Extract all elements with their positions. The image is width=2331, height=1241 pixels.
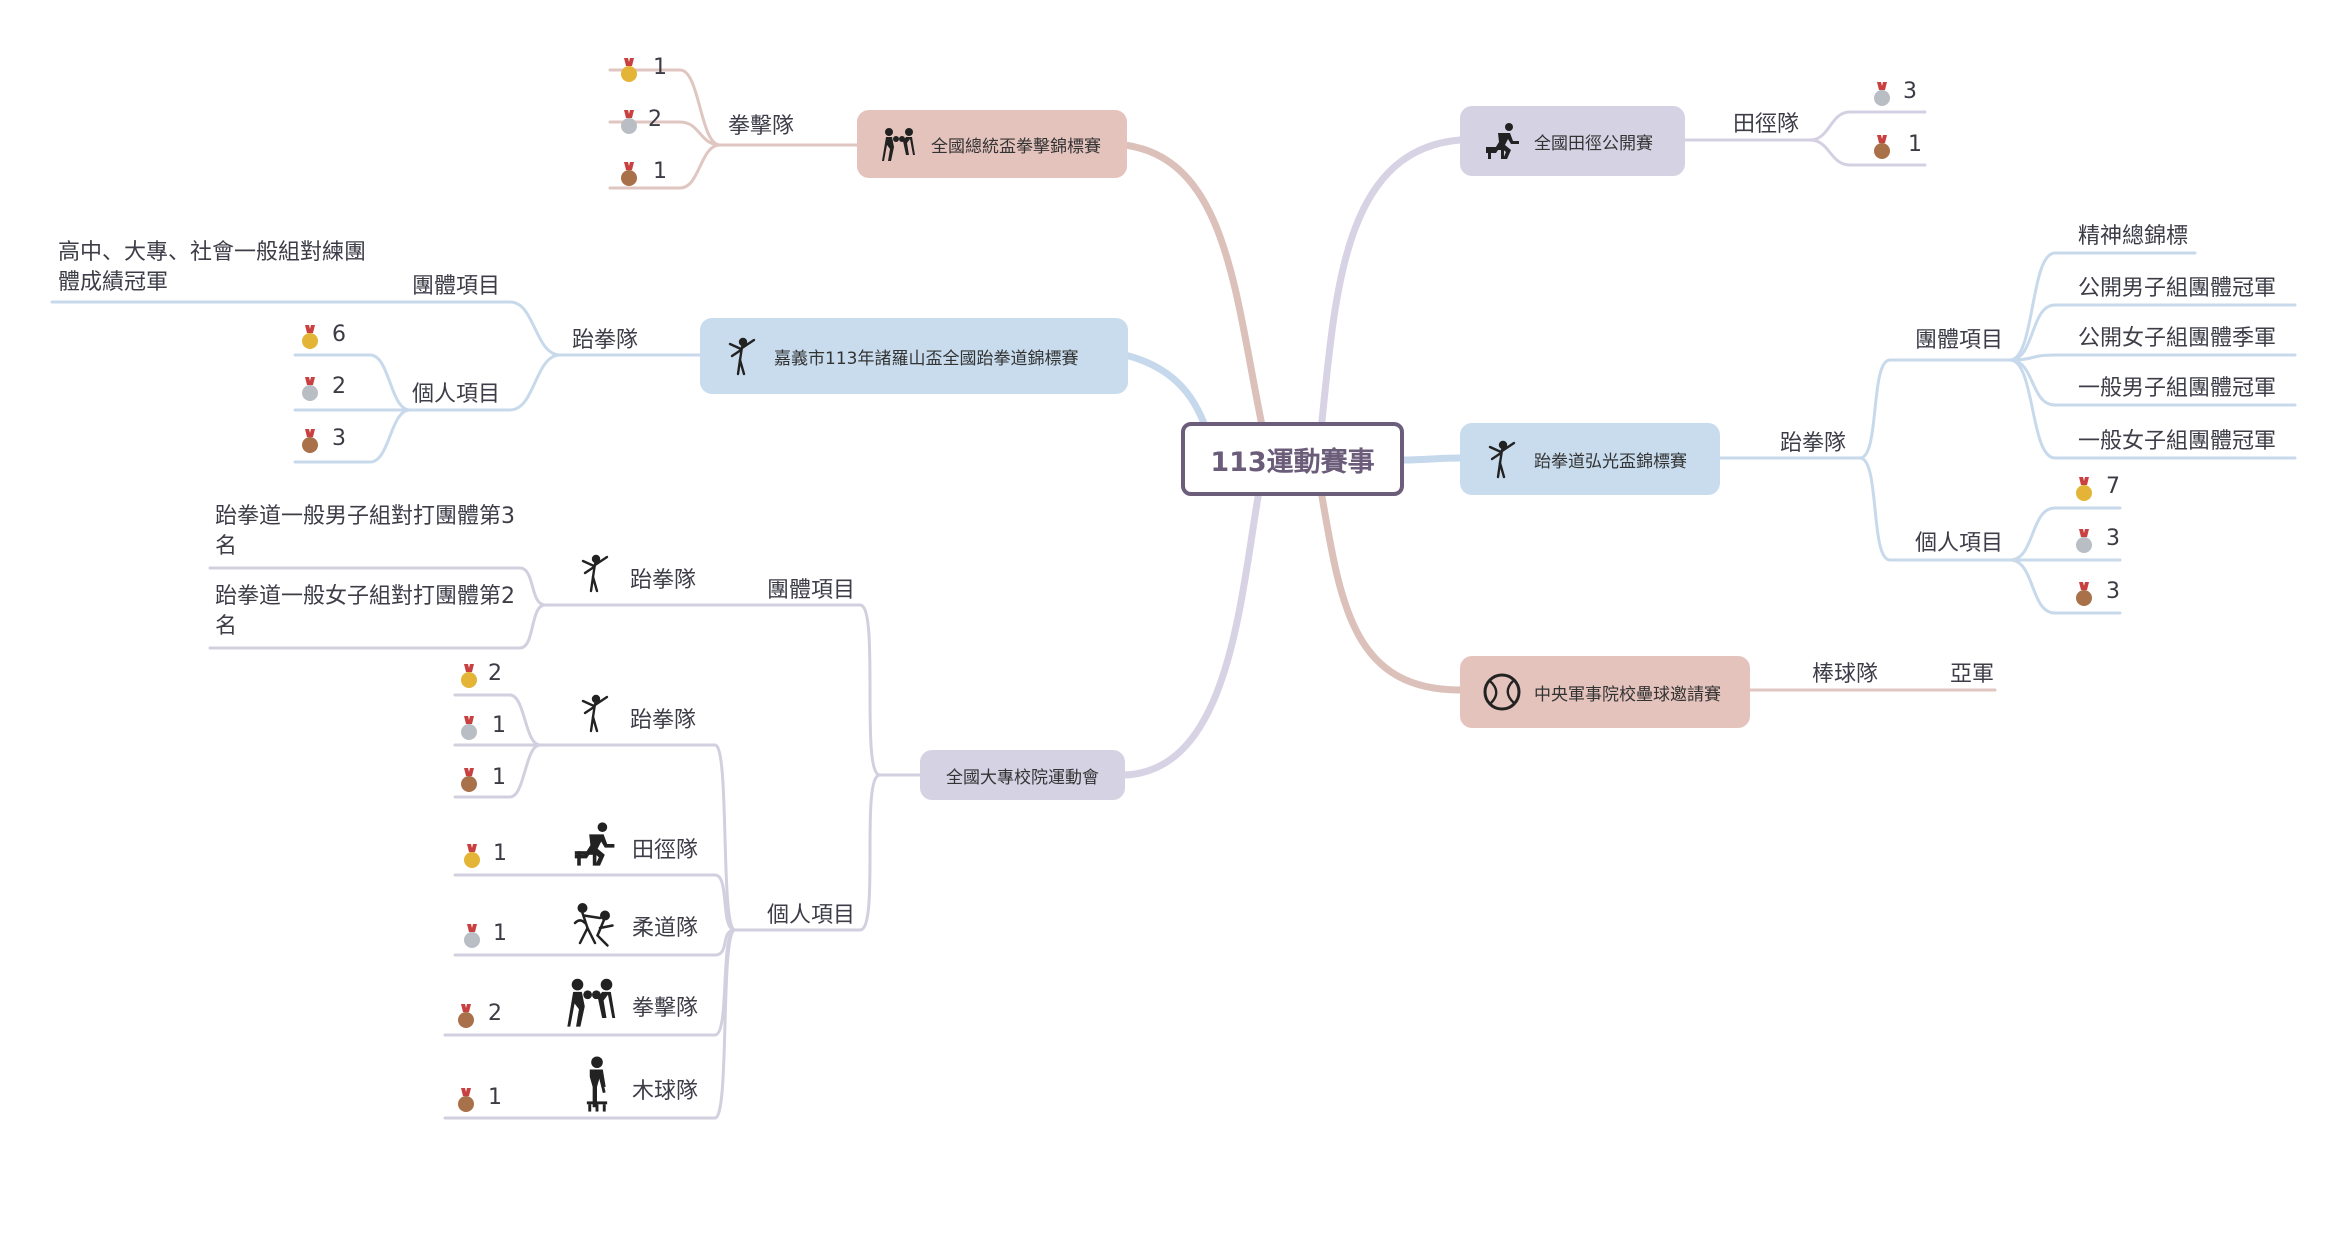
- baseball-result[interactable]: 亞軍: [1950, 662, 1995, 687]
- baseball-icon: [1483, 673, 1521, 711]
- taekwondo-icon: [581, 554, 609, 593]
- college-track-team[interactable]: 田徑隊: [632, 838, 699, 863]
- bronze-medal-icon: [302, 429, 318, 453]
- bronze-medal-icon: [461, 768, 477, 792]
- topic-college-games[interactable]: 全國大專校院運動會: [920, 750, 1125, 800]
- bronze-count: 1: [653, 159, 667, 184]
- silver-medal-icon: [464, 924, 480, 948]
- silver-medal-icon: [1874, 82, 1890, 106]
- gold-medal-icon: [461, 664, 477, 688]
- bronze-count: 1: [492, 765, 506, 790]
- bronze-count: 1: [1908, 132, 1922, 157]
- silver-count: 1: [493, 921, 507, 946]
- college-woodball-team[interactable]: 木球隊: [632, 1079, 699, 1104]
- chiayi-group-label[interactable]: 團體項目: [412, 274, 501, 299]
- bronze-medal-icon: [458, 1088, 474, 1112]
- central-topic[interactable]: 113運動賽事: [1181, 422, 1404, 496]
- topic-label: 嘉義市113年諸羅山盃全國跆拳道錦標賽: [774, 348, 1079, 369]
- college-tkd-team[interactable]: 跆拳隊: [630, 708, 697, 733]
- topic-boxing-cup[interactable]: 全國總統盃拳擊錦標賽: [857, 110, 1127, 178]
- bronze-medal-icon: [2076, 582, 2092, 606]
- silver-count: 3: [1903, 79, 1917, 104]
- hongguang-group-result[interactable]: 一般男子組團體冠軍: [2078, 376, 2277, 401]
- hurdle-runner-icon: [574, 822, 615, 866]
- college-group-result-1[interactable]: 跆拳道一般男子組對打團體第3名: [215, 504, 515, 559]
- topic-military-baseball[interactable]: 中央軍事院校壘球邀請賽: [1460, 656, 1750, 728]
- hurdle-runner-icon: [1486, 123, 1519, 159]
- gold-count: 6: [332, 322, 346, 347]
- silver-count: 2: [332, 374, 346, 399]
- silver-medal-icon: [621, 110, 637, 134]
- college-boxing-team[interactable]: 拳擊隊: [632, 996, 699, 1021]
- gold-count: 7: [2106, 474, 2120, 499]
- bronze-medal-icon: [1874, 135, 1890, 159]
- silver-medal-icon: [2076, 529, 2092, 553]
- silver-count: 2: [648, 107, 662, 132]
- hongguang-group-result[interactable]: 公開女子組團體季軍: [2078, 326, 2277, 351]
- topic-label: 全國大專校院運動會: [946, 767, 1099, 788]
- hongguang-group-result[interactable]: 公開男子組團體冠軍: [2078, 276, 2277, 301]
- gold-medal-icon: [302, 325, 318, 349]
- chiayi-group-result[interactable]: 高中、大專、社會一般組對練團體成績冠軍: [58, 240, 367, 295]
- topic-track-open[interactable]: 全國田徑公開賽: [1460, 106, 1685, 176]
- chiayi-team-label[interactable]: 跆拳隊: [572, 328, 639, 353]
- bronze-count: 3: [332, 426, 346, 451]
- chiayi-individual-label[interactable]: 個人項目: [412, 382, 501, 407]
- hongguang-group-label[interactable]: 團體項目: [1915, 328, 2004, 353]
- woodball-icon: [586, 1056, 608, 1112]
- bronze-medal-icon: [458, 1004, 474, 1028]
- silver-count: 1: [492, 713, 506, 738]
- hongguang-individual-label[interactable]: 個人項目: [1915, 531, 2004, 556]
- topic-chiayi-tkd[interactable]: 嘉義市113年諸羅山盃全國跆拳道錦標賽: [700, 318, 1128, 394]
- bronze-medal-icon: [621, 162, 637, 186]
- boxing-icon: [567, 978, 616, 1027]
- college-group-team[interactable]: 跆拳隊: [630, 568, 697, 593]
- silver-medal-icon: [461, 716, 477, 740]
- gold-count: 2: [488, 661, 502, 686]
- hongguang-team-label[interactable]: 跆拳隊: [1780, 431, 1847, 456]
- track-team-label[interactable]: 田徑隊: [1733, 112, 1800, 137]
- bronze-count: 2: [488, 1001, 502, 1026]
- bronze-count: 3: [2106, 579, 2120, 604]
- baseball-team-label[interactable]: 棒球隊: [1812, 662, 1879, 687]
- topic-label: 跆拳道弘光盃錦標賽: [1534, 451, 1687, 472]
- college-judo-team[interactable]: 柔道隊: [632, 916, 699, 941]
- college-group-result-2[interactable]: 跆拳道一般女子組對打團體第2名: [215, 584, 515, 639]
- topic-label: 中央軍事院校壘球邀請賽: [1534, 684, 1721, 705]
- bronze-count: 1: [488, 1085, 502, 1110]
- hongguang-group-result[interactable]: 一般女子組團體冠軍: [2078, 429, 2277, 454]
- topic-label: 全國總統盃拳擊錦標賽: [931, 136, 1101, 157]
- boxing-team-label[interactable]: 拳擊隊: [728, 114, 795, 139]
- gold-medal-icon: [2076, 477, 2092, 501]
- silver-medal-icon: [302, 377, 318, 401]
- gold-medal-icon: [621, 58, 637, 82]
- gold-count: 1: [653, 55, 667, 80]
- boxing-icon: [882, 128, 915, 161]
- gold-medal-icon: [464, 844, 480, 868]
- college-group-label[interactable]: 團體項目: [767, 578, 856, 603]
- topic-hongguang-tkd[interactable]: 跆拳道弘光盃錦標賽: [1460, 423, 1720, 495]
- taekwondo-icon: [581, 694, 609, 733]
- hongguang-group-result[interactable]: 精神總錦標: [2078, 224, 2189, 249]
- taekwondo-icon: [1488, 440, 1516, 479]
- college-individual-label[interactable]: 個人項目: [767, 903, 856, 928]
- judo-icon: [573, 903, 614, 947]
- taekwondo-icon: [728, 337, 756, 376]
- topic-label: 全國田徑公開賽: [1534, 133, 1653, 154]
- silver-count: 3: [2106, 526, 2120, 551]
- gold-count: 1: [493, 841, 507, 866]
